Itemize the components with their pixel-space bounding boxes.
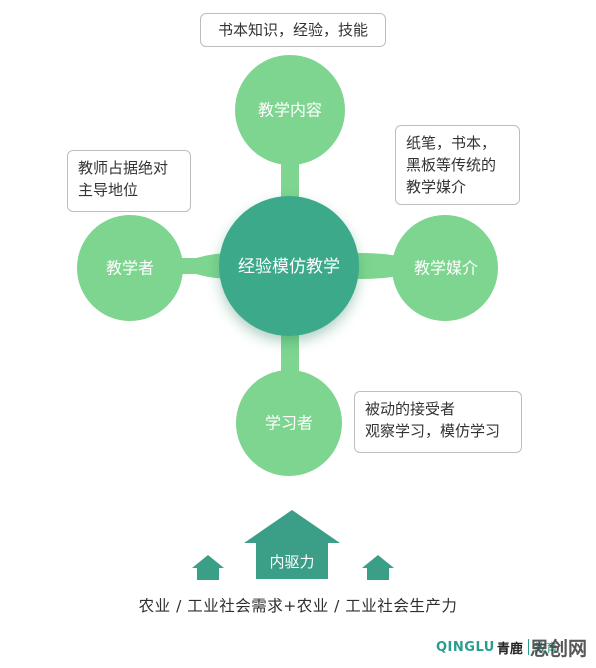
house-small-right-icon [362, 555, 394, 580]
node-top [235, 55, 345, 165]
node-center-label: 经验模仿教学 [238, 257, 340, 277]
house-large-icon [244, 510, 340, 579]
logo-latin: QINGLU [436, 639, 495, 655]
logo-tag: 教育 [533, 640, 558, 655]
house-small-left-icon [192, 555, 224, 580]
note-top-text: 书本知识，经验，技能 [217, 21, 368, 39]
note-right: 纸笔，书本， 黑板等传统的 教学媒介 [395, 125, 520, 205]
node-left-label: 教学者 [106, 259, 154, 278]
note-left-line1: 教师占据绝对 [78, 159, 169, 177]
node-left [77, 215, 183, 321]
qinglu-logo: QINGLU 青鹿 教育 [436, 636, 558, 658]
caption: 农业 / 工业社会需求+农业 / 工业社会生产力 [138, 597, 458, 615]
logo-divider [527, 639, 529, 655]
node-right-label: 教学媒介 [414, 259, 478, 278]
note-bottom: 被动的接受者 观察学习，模仿学习 [354, 391, 522, 453]
logo-chinese: 青鹿 [496, 641, 523, 657]
node-top-label: 教学内容 [258, 101, 322, 120]
note-right-line3: 教学媒介 [406, 178, 467, 196]
node-bottom-label: 学习者 [265, 414, 313, 433]
node-right [392, 215, 498, 321]
note-bottom-line2: 观察学习，模仿学习 [365, 422, 501, 440]
note-left-line2: 主导地位 [78, 181, 139, 199]
watermark: 思创网 [530, 638, 588, 660]
node-center [219, 196, 359, 336]
note-right-line2: 黑板等传统的 [406, 156, 497, 174]
node-bottom [236, 370, 342, 476]
note-left: 教师占据绝对 主导地位 [67, 150, 191, 212]
driver-label: 内驱力 [269, 553, 315, 571]
note-right-line1: 纸笔，书本， [406, 134, 497, 152]
note-top: 书本知识，经验，技能 [200, 13, 386, 47]
note-bottom-line1: 被动的接受者 [365, 400, 456, 418]
